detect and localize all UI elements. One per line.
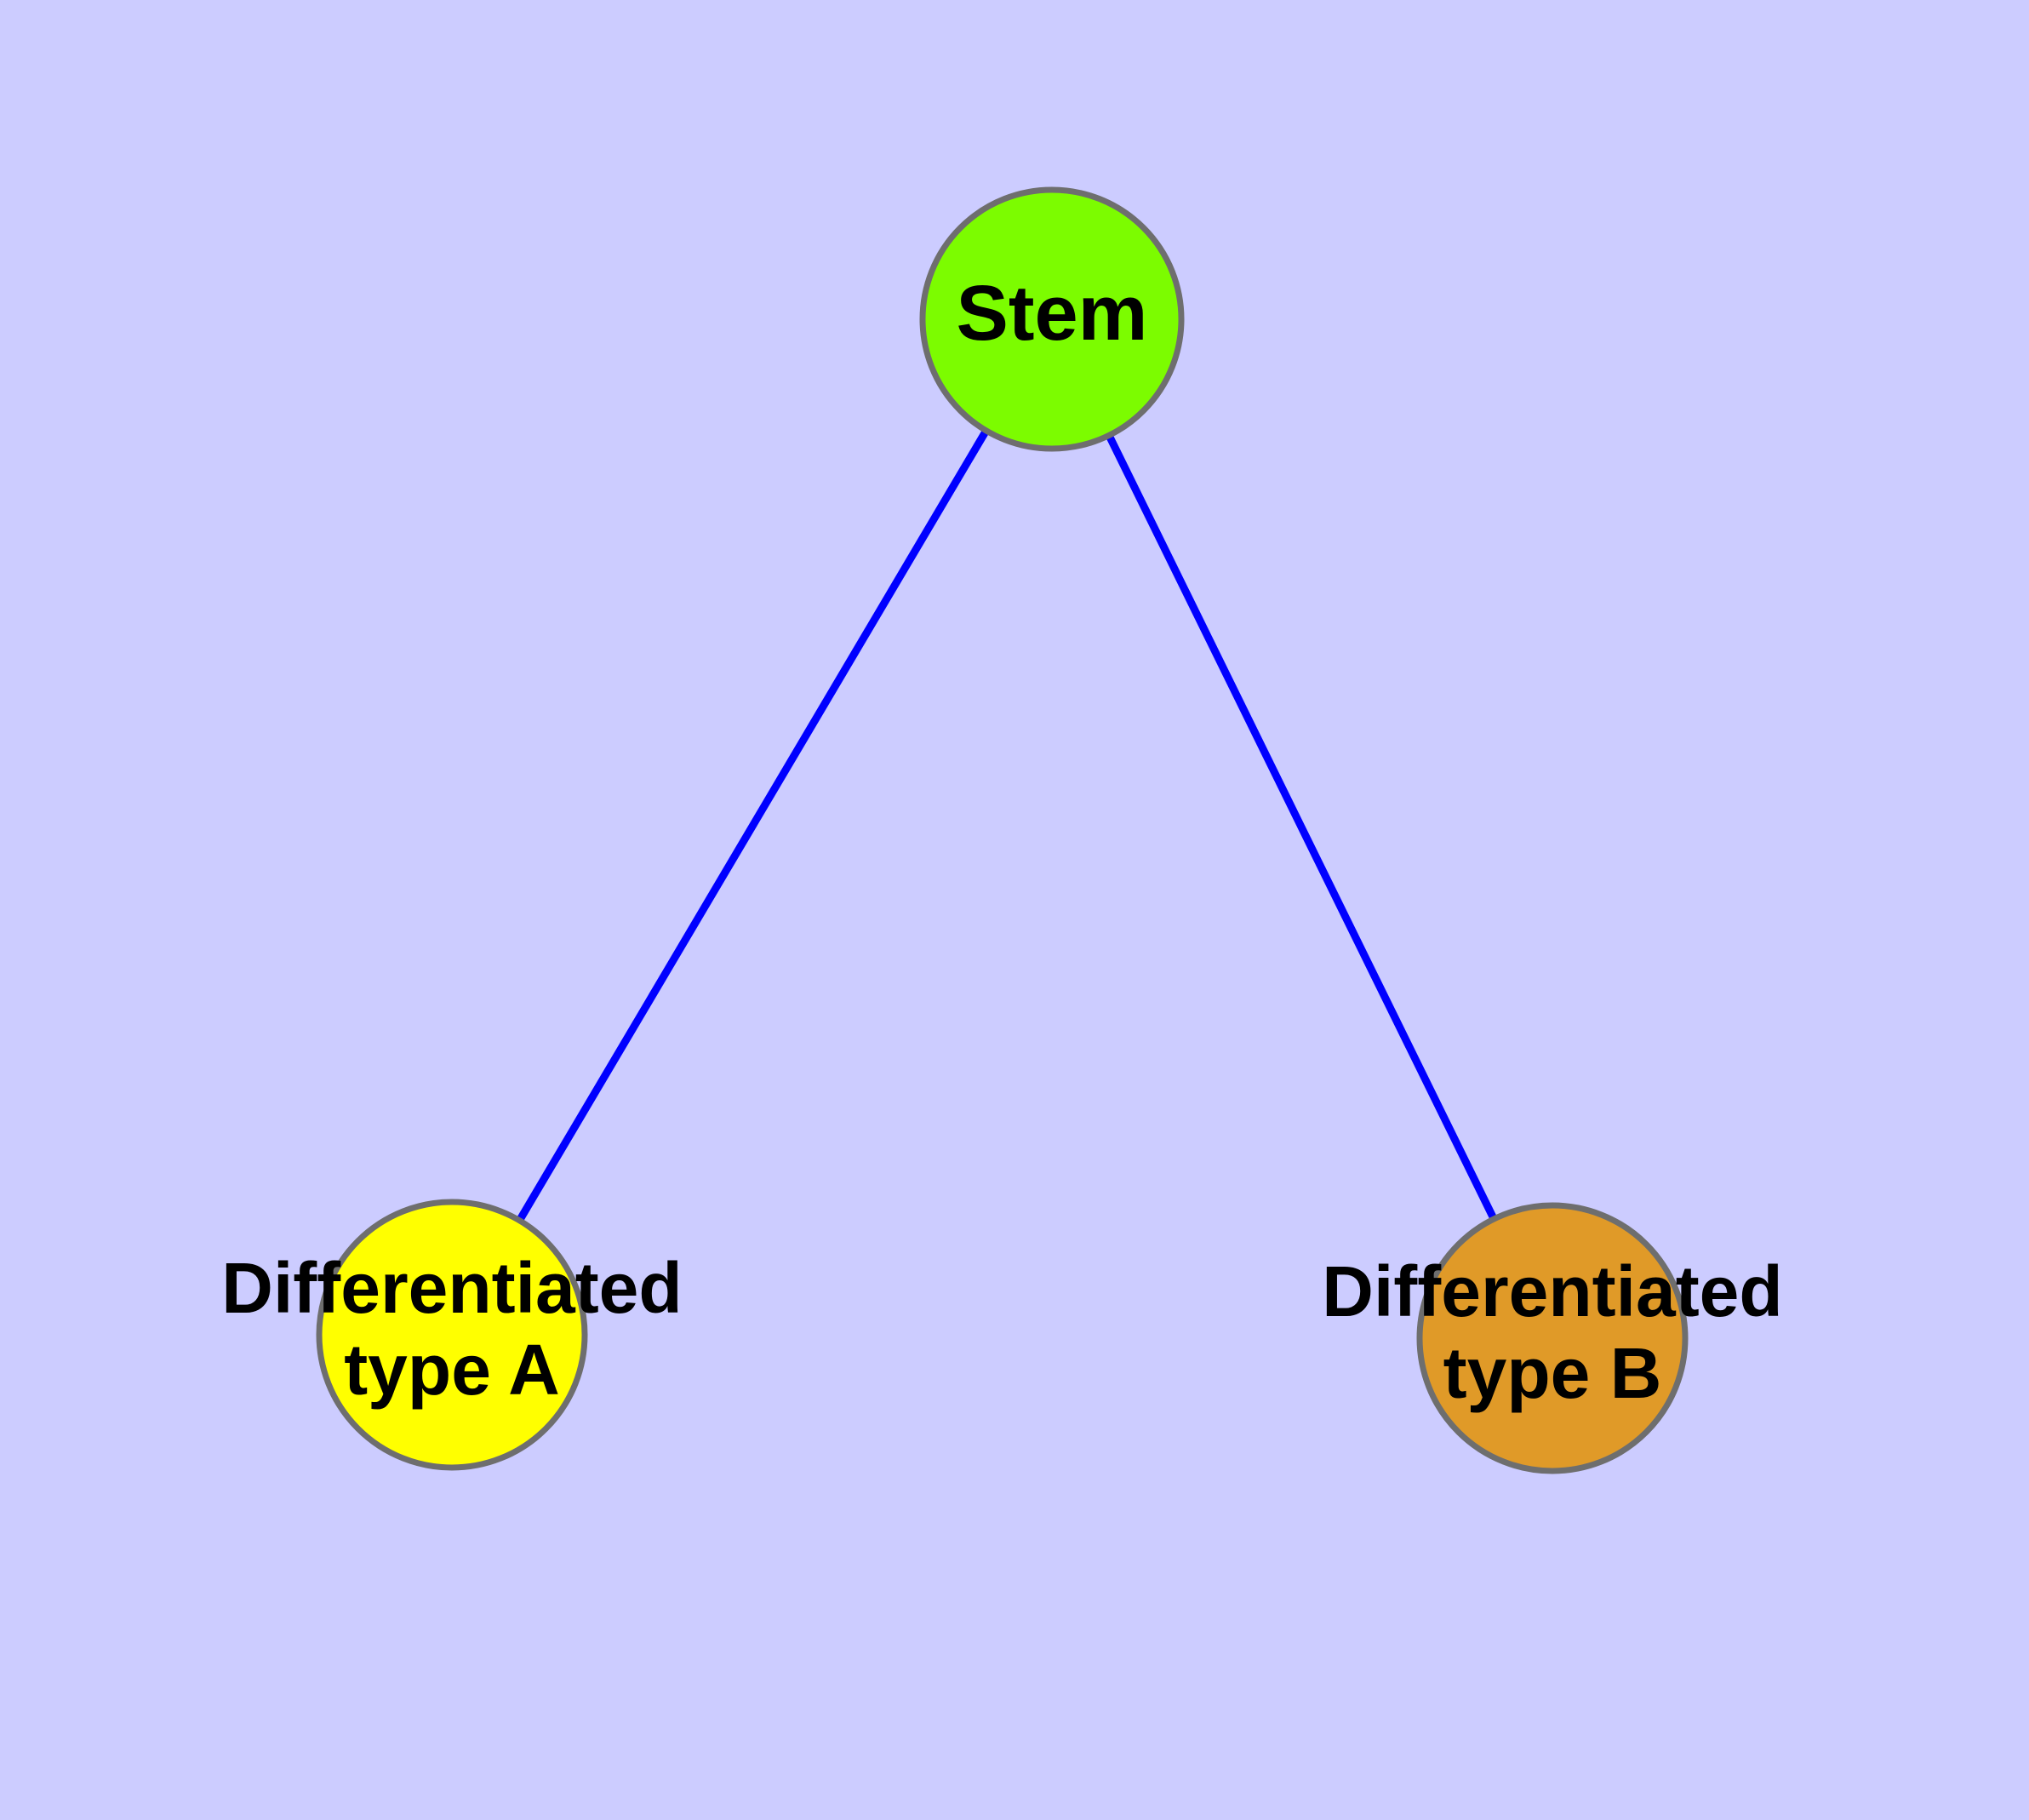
node-label-line: Differentiated bbox=[1322, 1251, 1782, 1331]
node-label-stem: Stem bbox=[957, 270, 1148, 357]
node-label-line: Differentiated bbox=[221, 1248, 682, 1328]
graph-edge-stem-to-diff-a[interactable] bbox=[517, 429, 989, 1222]
edge-layer bbox=[517, 429, 1497, 1222]
node-circle-stem[interactable] bbox=[919, 186, 1185, 452]
node-label-line: type A bbox=[344, 1330, 560, 1410]
node-circle-diff-a[interactable] bbox=[316, 1199, 588, 1471]
graph-edge-stem-to-diff-b[interactable] bbox=[1106, 434, 1497, 1220]
node-circle-diff-b[interactable] bbox=[1416, 1202, 1689, 1474]
node-label-line: Stem bbox=[957, 270, 1148, 357]
graph-node-stem[interactable]: Stem bbox=[919, 186, 1185, 452]
node-label-line: type B bbox=[1443, 1333, 1662, 1413]
